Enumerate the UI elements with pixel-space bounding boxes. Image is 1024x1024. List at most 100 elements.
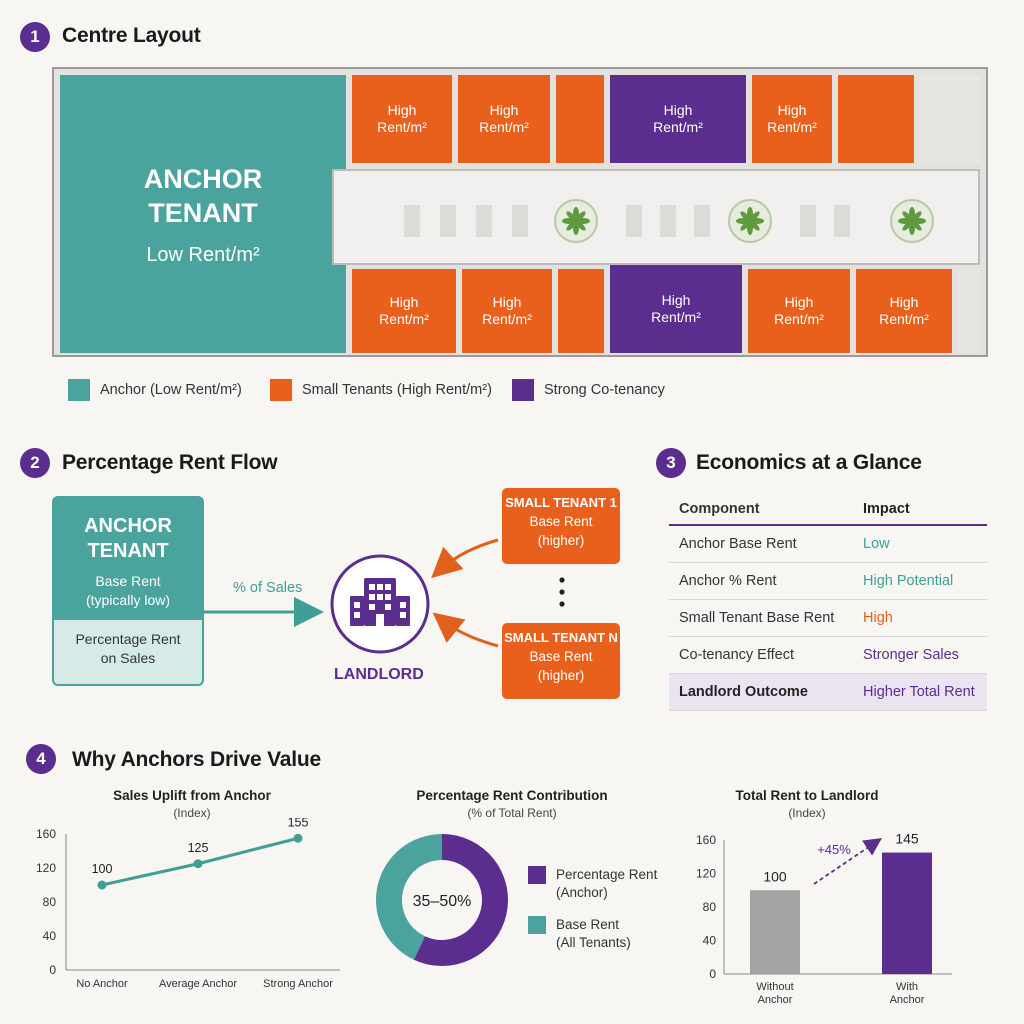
legend-swatch — [68, 379, 90, 401]
unit-label: Rent/m² — [774, 311, 824, 327]
flow-anchor-title: TENANT — [87, 540, 169, 562]
table-header-row: Component Impact — [669, 494, 987, 526]
unit-label: High — [889, 294, 919, 310]
donut-slice — [413, 834, 508, 966]
table-row: Landlord Outcome Higher Total Rent — [669, 674, 987, 711]
table-cell-impact: Higher Total Rent — [863, 684, 975, 700]
small-tenant-base: Base Rent — [529, 514, 593, 529]
table-row: Anchor Base Rent Low — [669, 526, 987, 563]
legend-label: (All Tenants) — [556, 935, 631, 950]
section-number-2: 2 — [20, 448, 50, 478]
bar — [750, 890, 800, 974]
section-title-percentage-rent-flow: Percentage Rent Flow — [62, 451, 278, 474]
kiosk — [694, 205, 710, 237]
small-tenant-base-note: (higher) — [537, 533, 585, 548]
table-cell-component: Anchor Base Rent — [679, 536, 797, 552]
flow-arrow-label: % of Sales — [233, 580, 303, 596]
small-tenant-title: SMALL TENANT 1 — [505, 495, 617, 510]
section-title-why-anchors: Why Anchors Drive Value — [72, 748, 322, 771]
kiosk — [476, 205, 492, 237]
x-tick-label: With — [896, 981, 918, 993]
x-tick-label: Average Anchor — [159, 978, 237, 990]
legend-swatch — [528, 866, 546, 884]
anchor-label-line1: ANCHOR — [143, 163, 263, 194]
table-cell-impact: Low — [863, 536, 890, 552]
chart3-subtitle: (Index) — [788, 806, 826, 820]
ellipsis-dot — [559, 577, 565, 583]
bar — [882, 852, 932, 974]
uplift-arrow — [813, 837, 882, 885]
chart1-title: Sales Uplift from Anchor — [113, 788, 271, 803]
table-cell-impact: Stronger Sales — [863, 647, 959, 663]
kiosk — [404, 205, 420, 237]
kiosk — [440, 205, 456, 237]
flow-anchor-pct: Percentage Rent — [75, 631, 181, 647]
flow-anchor-title: ANCHOR — [84, 515, 172, 537]
percentage-rent-donut-chart: Percentage Rent(Anchor)Base Rent(All Ten… — [376, 834, 658, 966]
unit-label: High — [389, 294, 419, 310]
unit-label: High — [663, 102, 693, 118]
bar-value-label: 100 — [763, 868, 787, 884]
kiosk — [626, 205, 642, 237]
mall-corridor — [332, 169, 980, 265]
data-label: 155 — [288, 818, 309, 829]
anchor-rent-label: Low Rent/m² — [146, 243, 260, 266]
unit-bottom-3 — [558, 269, 604, 353]
legend-label: Strong Co-tenancy — [544, 382, 665, 398]
section-number-1: 1 — [20, 22, 50, 52]
unit-label: Rent/m² — [379, 311, 429, 327]
ellipsis-dot — [559, 589, 565, 595]
unit-label: High — [777, 102, 807, 118]
small-tenant-n-box: SMALL TENANT N Base Rent (higher) — [502, 623, 620, 699]
legend-label: Small Tenants (High Rent/m²) — [302, 382, 492, 398]
data-point — [293, 833, 303, 843]
small-tenant-base: Base Rent — [529, 649, 593, 664]
small-tenant-base-note: (higher) — [537, 668, 585, 683]
kiosk — [660, 205, 676, 237]
y-tick-label: 0 — [49, 963, 56, 977]
x-tick-label: Anchor — [890, 994, 925, 1006]
table-cell-component: Co-tenancy Effect — [679, 647, 794, 663]
y-tick-label: 80 — [703, 900, 717, 914]
small-tenant-1-box: SMALL TENANT 1 Base Rent (higher) — [502, 488, 620, 564]
legend-label: Base Rent — [556, 917, 619, 932]
unit-label: Rent/m² — [653, 119, 703, 135]
unit-label: High — [387, 102, 417, 118]
table-cell-component: Landlord Outcome — [679, 684, 808, 700]
table-header-impact: Impact — [863, 501, 910, 517]
unit-label: Rent/m² — [879, 311, 929, 327]
unit-label: High — [489, 102, 519, 118]
table-header-component: Component — [679, 501, 760, 517]
donut-slice — [376, 834, 442, 960]
x-tick-label: Without — [756, 981, 793, 993]
y-tick-label: 120 — [696, 867, 716, 881]
data-point — [193, 859, 203, 869]
unit-label: High — [661, 292, 691, 308]
kiosk — [800, 205, 816, 237]
arrow-small1-to-landlord — [431, 538, 499, 579]
y-tick-label: 160 — [36, 827, 56, 841]
section-number-4: 4 — [26, 744, 56, 774]
unit-top-3 — [556, 75, 604, 163]
table-row: Co-tenancy Effect Stronger Sales — [669, 637, 987, 674]
y-tick-label: 40 — [703, 934, 717, 948]
flow-anchor-base: Base Rent — [95, 573, 161, 589]
unit-label: Rent/m² — [651, 309, 701, 325]
landlord-label: LANDLORD — [334, 666, 424, 683]
planter-icon — [554, 199, 598, 243]
section-number-3: 3 — [656, 448, 686, 478]
y-tick-label: 160 — [696, 833, 716, 847]
x-tick-label: No Anchor — [76, 978, 128, 990]
table-cell-component: Anchor % Rent — [679, 573, 777, 589]
chart2-title: Percentage Rent Contribution — [416, 788, 608, 803]
total-rent-bar-chart: 04080120160100WithoutAnchor145WithAnchor… — [696, 831, 952, 1006]
data-label: 125 — [188, 841, 209, 855]
